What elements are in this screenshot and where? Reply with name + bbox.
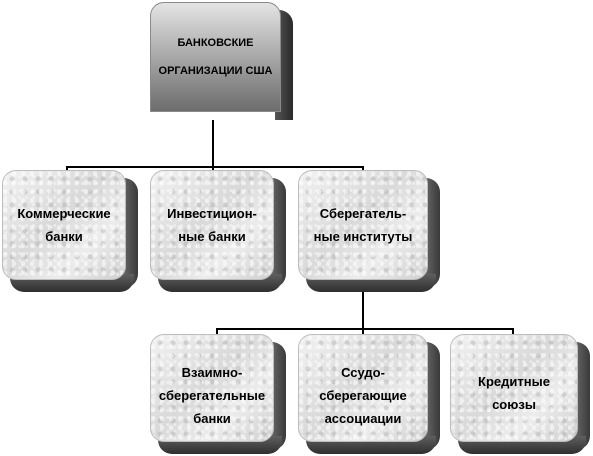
connector-root-down [212,120,214,168]
node-label-line: банки [193,410,231,426]
node-credit-unions: Кредитные союзы [450,334,590,454]
node-label-line: сберегательные [158,387,266,403]
node-investment-banks: Инвестицион- ные банки [150,170,286,292]
node-savings-institutions: Сберегатель- ные институты [298,170,440,292]
node-mutual-savings-banks: Взаимно- сберегательные банки [150,334,286,454]
node-label-line: Коммерческие [17,206,111,221]
connector-level2-bar [216,328,514,330]
node-label-line: Взаимно- [181,364,243,380]
node-label-line: Ссудо- [341,364,385,380]
connector-level1-bar [66,166,364,168]
node-label-line: Инвестицион- [167,206,257,221]
node-label-line: ОРГАНИЗАЦИИ США [158,65,273,77]
node-label-line: Кредитные [478,374,550,389]
node-label-line: Сберегатель- [319,206,407,221]
node-label-line: сберегающие [319,387,407,403]
connector-savings-down [362,288,364,330]
node-label-line: ассоциации [324,410,402,426]
node-label-line: ные институты [313,229,413,244]
node-label-line: союзы [492,397,536,412]
node-label-line: БАНКОВСКИЕ [177,37,254,49]
node-commercial-banks: Коммерческие банки [2,170,138,292]
node-label-line: банки [45,229,83,244]
node-label-line: ные банки [178,229,246,244]
node-banking-organizations-usa: БАНКОВСКИЕ ОРГАНИЗАЦИИ США [150,2,293,124]
node-savings-and-loan-associations: Ссудо- сберегающие ассоциации [298,334,440,454]
